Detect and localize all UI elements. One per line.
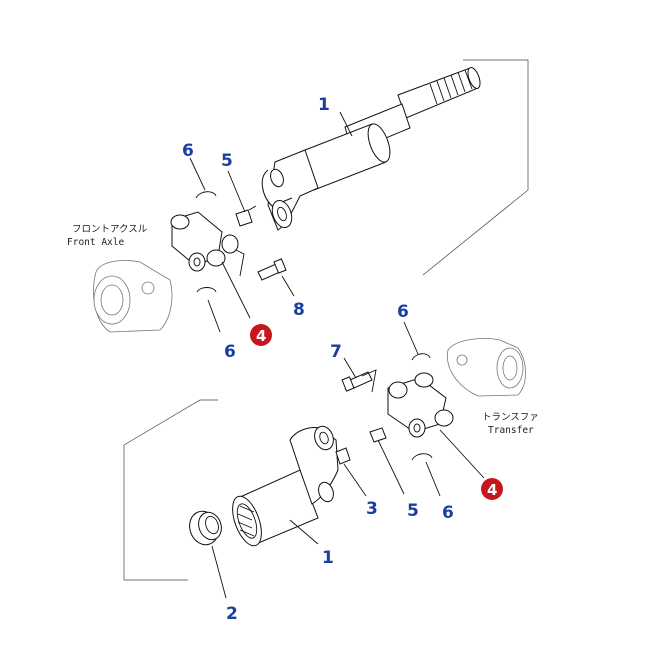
- upper-drive-shaft: [261, 67, 481, 231]
- upper-assembly: フロントアクスル Front Axle: [67, 59, 529, 362]
- front-axle-housing: [93, 260, 173, 333]
- lower-callout-4: 4: [487, 481, 497, 499]
- lower-frame-line: [123, 399, 218, 580]
- lower-universal-joint: [387, 372, 454, 438]
- transfer-housing: [446, 338, 526, 397]
- lower-grease-fitting: [369, 427, 387, 443]
- upper-callout-6-top: 6: [182, 141, 194, 161]
- upper-grease-fitting: [235, 205, 257, 227]
- upper-callout-8: 8: [293, 300, 305, 320]
- upper-callout-4-badge: [250, 324, 272, 346]
- lower-leader-lines: [211, 321, 485, 599]
- lower-seal: [189, 510, 222, 546]
- lower-callout-6-bottom: 6: [442, 503, 454, 523]
- upper-callout-4: 4: [256, 327, 266, 345]
- front-axle-label-jp: フロントアクスル: [72, 224, 148, 235]
- lower-snap-ring-top: [411, 353, 431, 361]
- upper-callout-6-bottom: 6: [224, 342, 236, 362]
- upper-universal-joint: [170, 211, 239, 272]
- front-axle-label-en: Front Axle: [67, 237, 124, 248]
- upper-callout-1: 1: [318, 95, 330, 115]
- lower-callout-4-badge: [481, 478, 503, 500]
- lower-bolt: [341, 371, 373, 392]
- transfer-label-en: Transfer: [488, 425, 534, 436]
- lower-callout-7: 7: [330, 342, 342, 362]
- upper-snap-ring-top: [195, 191, 217, 199]
- upper-frame-line: [422, 59, 529, 276]
- lower-assembly: トランスファ Transfer: [123, 302, 539, 624]
- lower-grease-nipple: [335, 447, 351, 465]
- upper-bolt: [257, 258, 287, 281]
- lower-callout-1: 1: [322, 548, 334, 568]
- upper-snap-ring-bottom: [196, 287, 217, 293]
- lower-callout-2: 2: [226, 604, 238, 624]
- lower-drive-shaft: [232, 425, 339, 547]
- upper-callout-5: 5: [221, 151, 233, 171]
- lower-callout-3: 3: [366, 499, 378, 519]
- lower-snap-ring-bottom: [411, 453, 433, 461]
- upper-leader-lines: [189, 111, 353, 333]
- lower-callout-6-top: 6: [397, 302, 409, 322]
- lower-callout-5: 5: [407, 501, 419, 521]
- transfer-label-jp: トランスファ: [482, 412, 539, 423]
